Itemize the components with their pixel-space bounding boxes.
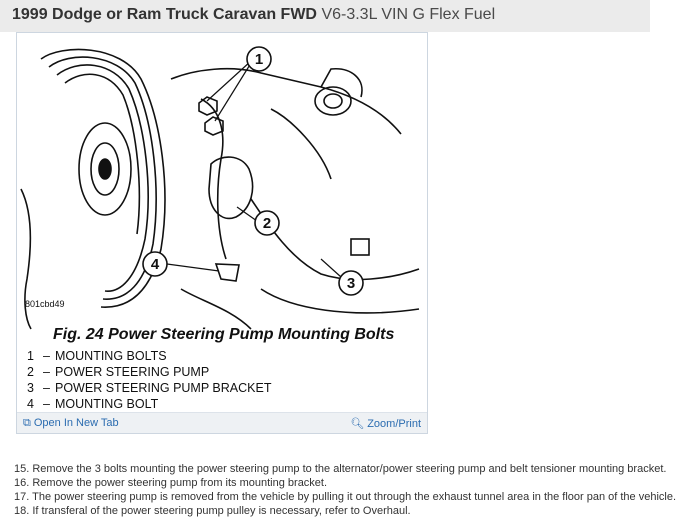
image-code: 801cbd49 (25, 299, 65, 309)
figure-toolbar: ⧉Open In New Tab 🔍︎Zoom/Print (17, 412, 427, 433)
legend-text: MOUNTING BOLT (55, 397, 159, 411)
legend-text: MOUNTING BOLTS (55, 349, 167, 363)
page-header: 1999 Dodge or Ram Truck Caravan FWD V6-3… (0, 0, 650, 32)
open-new-tab-icon: ⧉ (23, 417, 31, 429)
zoom-print-label: Zoom/Print (367, 418, 421, 430)
engine-subtitle: V6-3.3L VIN G Flex Fuel (321, 6, 496, 23)
legend-item: 3–POWER STEERING PUMP BRACKET (27, 380, 271, 396)
magnifier-icon: 🔍︎ (350, 418, 365, 430)
open-in-new-tab-link[interactable]: ⧉Open In New Tab (23, 417, 119, 430)
legend-number: 1 (27, 349, 34, 363)
legend-separator: – (43, 397, 50, 411)
callout-2-label: 2 (263, 215, 271, 232)
legend-number: 2 (27, 365, 34, 379)
procedure-step: 16. Remove the power steering pump from … (14, 477, 328, 489)
open-in-new-tab-label: Open In New Tab (33, 417, 119, 429)
procedure-step: 18. If transferal of the power steering … (14, 505, 411, 517)
zoom-print-link[interactable]: 🔍︎Zoom/Print (350, 417, 421, 430)
page-title: 1999 Dodge or Ram Truck Caravan FWD V6-3… (12, 6, 495, 24)
callout-2 (254, 210, 280, 236)
figure-panel: 1 2 3 4 801cbd49 Fig. 24 Power Steering … (16, 32, 428, 434)
callout-4-label: 4 (151, 256, 160, 273)
vehicle-title: 1999 Dodge or Ram Truck Caravan FWD (12, 6, 317, 23)
legend-text: POWER STEERING PUMP (55, 365, 210, 379)
callout-1 (246, 46, 272, 72)
procedure-steps: 15. Remove the 3 bolts mounting the powe… (14, 462, 676, 518)
procedure-step: 17. The power steering pump is removed f… (14, 491, 676, 503)
figure-legend: 1–MOUNTING BOLTS 2–POWER STEERING PUMP 3… (27, 348, 271, 412)
procedure-step: 15. Remove the 3 bolts mounting the powe… (14, 463, 667, 475)
legend-item: 2–POWER STEERING PUMP (27, 364, 271, 380)
pump-illustration: 1 2 3 4 801cbd49 (20, 46, 420, 330)
callout-3-label: 3 (347, 275, 355, 292)
legend-item: 1–MOUNTING BOLTS (27, 348, 271, 364)
figure-caption: Fig. 24 Power Steering Pump Mounting Bol… (53, 326, 395, 343)
legend-number: 4 (27, 397, 34, 411)
legend-separator: – (43, 381, 50, 395)
legend-separator: – (43, 349, 50, 363)
callout-3 (338, 270, 364, 296)
callout-4 (142, 251, 168, 277)
legend-item: 4–MOUNTING BOLT (27, 396, 271, 412)
legend-number: 3 (27, 381, 34, 395)
legend-separator: – (43, 365, 50, 379)
callout-1-label: 1 (255, 51, 263, 68)
legend-text: POWER STEERING PUMP BRACKET (55, 381, 272, 395)
